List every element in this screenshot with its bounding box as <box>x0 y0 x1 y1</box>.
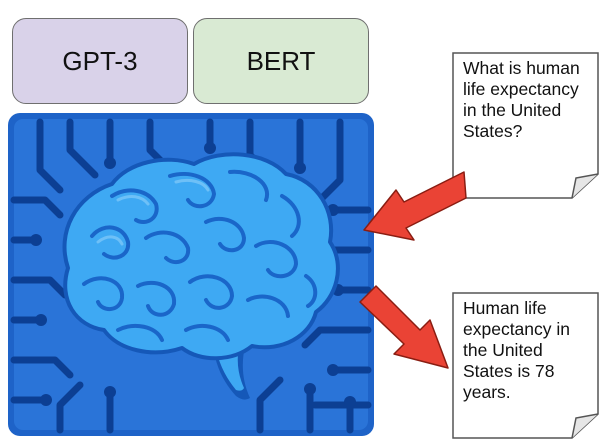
bert-label-box: BERT <box>193 18 369 104</box>
folded-corner-note-icon <box>452 292 599 439</box>
gpt3-label: GPT-3 <box>62 45 138 76</box>
question-note: What is human life expectancy in the Uni… <box>452 52 600 205</box>
answer-note: Human life expectancy in the United Stat… <box>452 292 600 445</box>
bert-label: BERT <box>246 45 316 76</box>
brain-icon <box>62 152 340 400</box>
question-text: What is human life expectancy in the Uni… <box>463 58 580 141</box>
gpt3-label-box: GPT-3 <box>12 18 188 104</box>
answer-text: Human life expectancy in the United Stat… <box>463 298 571 402</box>
